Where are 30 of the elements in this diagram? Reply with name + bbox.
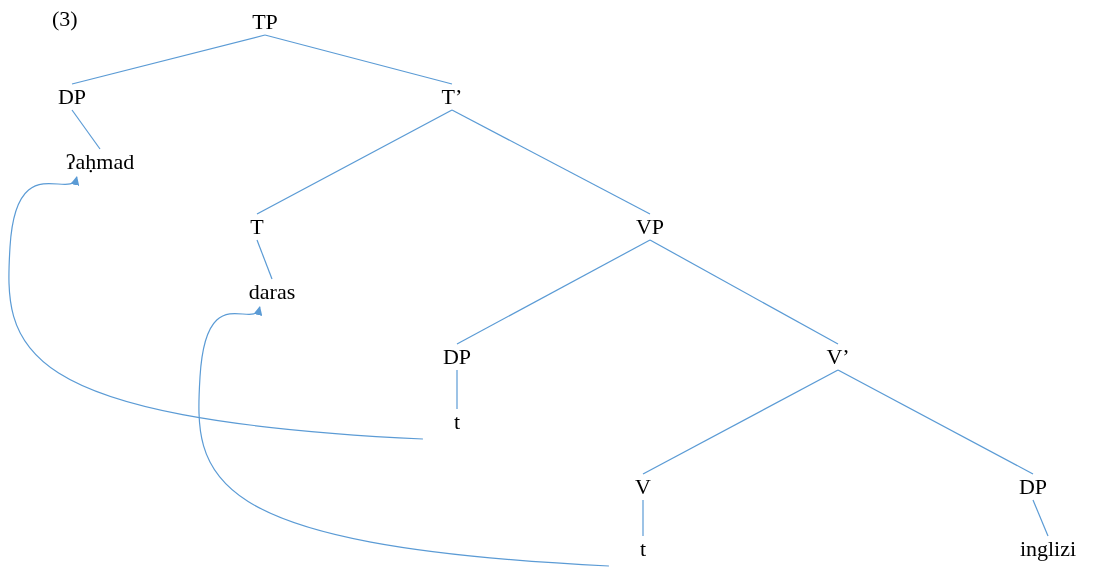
tree-branch	[71, 34, 266, 85]
tree-branch	[264, 34, 453, 85]
tree-label: DP	[441, 344, 473, 370]
tree-label: inglizi	[1018, 536, 1078, 562]
tree-label: T	[249, 214, 265, 240]
tree-label: t	[452, 409, 462, 435]
movement-arrow	[8, 176, 424, 440]
tree-branch	[456, 369, 458, 410]
tree-branch	[256, 109, 453, 215]
tree-label: t	[638, 536, 648, 562]
tree-branch	[1032, 499, 1049, 537]
tree-branch	[456, 239, 651, 345]
tree-label: V	[634, 474, 652, 500]
tree-branch	[451, 109, 651, 215]
tree-branch	[71, 109, 101, 150]
tree-branch	[642, 499, 644, 537]
tree-label: V’	[825, 344, 851, 370]
tree-branch	[256, 239, 273, 280]
tree-branch	[642, 369, 839, 475]
tree-branch	[649, 239, 839, 345]
tree-label: daras	[247, 279, 297, 305]
tree-label: DP	[1017, 474, 1049, 500]
tree-branch	[837, 369, 1034, 475]
example-number: (3)	[52, 8, 78, 30]
tree-label: T’	[440, 84, 464, 110]
tree-label: ʔaḥmad	[64, 149, 136, 175]
movement-arrow	[198, 306, 610, 567]
tree-label: DP	[56, 84, 88, 110]
tree-label: TP	[251, 9, 279, 35]
tree-label: VP	[634, 214, 666, 240]
